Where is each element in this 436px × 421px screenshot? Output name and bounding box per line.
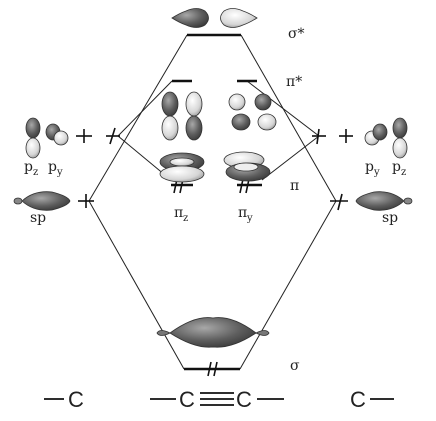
sigma-electrons <box>207 361 218 377</box>
triple-bond <box>200 392 234 406</box>
left-pz-label: p <box>24 159 33 175</box>
left-p-electrons <box>76 127 120 145</box>
left-pz-sub: z <box>33 167 38 178</box>
left-py-label: p <box>48 159 57 175</box>
molecule-right-carbon: C <box>236 387 252 412</box>
right-carbon-symbol: C <box>350 387 366 412</box>
left-pz-orbital <box>25 117 41 159</box>
pi-y-label: π <box>238 205 247 221</box>
right-pz-sub: z <box>401 167 406 178</box>
pi-star-y-orbital <box>228 93 277 131</box>
right-py-sub: y <box>373 167 380 178</box>
pi-star-z-orbital <box>161 91 203 141</box>
correlation-lines <box>88 34 337 370</box>
left-carbon-symbol: C <box>68 387 84 412</box>
level-labels: σ* π* π σ π z π y p z p y p y p z sp sp <box>24 26 406 374</box>
right-p-electrons <box>312 128 353 145</box>
left-sp-label: sp <box>30 210 46 226</box>
left-sp-electron <box>78 194 94 208</box>
pi-y-sub: y <box>246 213 253 224</box>
left-py-orbital <box>45 123 69 146</box>
sigma-orbital <box>156 317 270 348</box>
right-py-orbital <box>364 123 388 146</box>
pi-label: π <box>290 178 299 194</box>
sigma-star-label: σ* <box>288 26 305 42</box>
left-py-sub: y <box>56 167 63 178</box>
pi-z-label: π <box>174 205 183 221</box>
sigma-star-orbital <box>171 8 258 28</box>
right-sp-label: sp <box>382 210 398 226</box>
energy-levels <box>171 33 262 371</box>
pi-y-orbital <box>223 151 271 182</box>
right-pz-orbital <box>392 117 408 159</box>
sigma-label: σ <box>290 358 300 374</box>
right-pz-label: p <box>392 159 401 175</box>
pi-z-sub: z <box>183 213 188 224</box>
right-sp-orbital <box>355 191 413 211</box>
right-sp-electron <box>330 193 348 211</box>
pi-star-label: π* <box>286 74 302 90</box>
pi-z-orbital <box>159 152 205 183</box>
left-sp-orbital <box>13 191 71 211</box>
right-py-label: p <box>365 159 374 175</box>
molecule-left-carbon: C <box>179 387 195 412</box>
bottom-notation: C C C C <box>44 387 394 412</box>
